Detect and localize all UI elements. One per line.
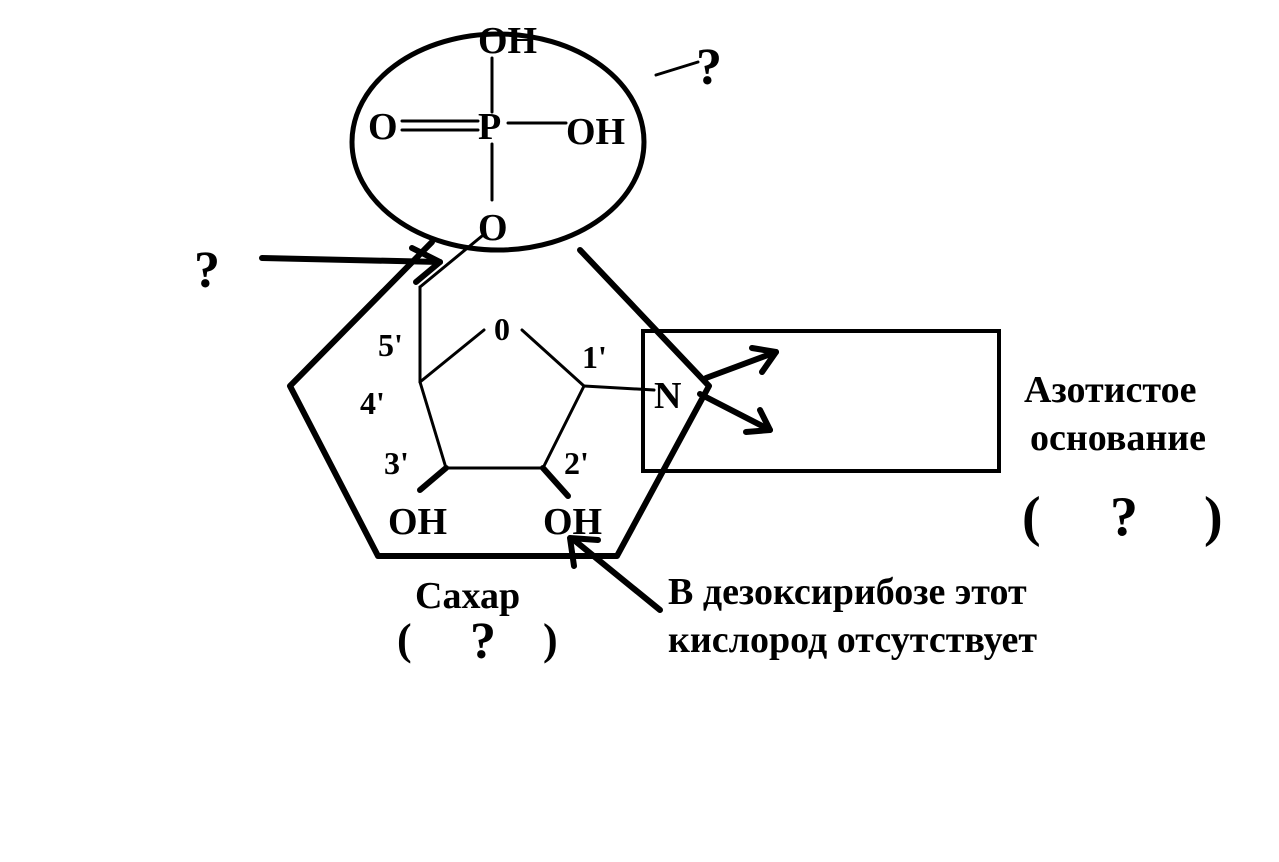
atom-o-bottom: O [478,207,508,249]
base-arrow-1-head [749,345,779,375]
note-line2: кислород отсутствует [668,619,1037,661]
note-line1: В дезоксирибозе этот [668,571,1027,613]
base-label-line2: основание [1030,417,1206,459]
sugar-label: Сахар [415,575,520,617]
link-arrow-head [409,245,443,285]
atom-oh-3: OH [388,501,447,543]
phosphate-group: OH O P OH O ? [349,20,722,253]
position-5: 5' [378,327,403,363]
bond-1-2 [541,384,586,470]
bond-4-ringO [418,328,486,384]
ribose-ring: 0 1' 5' 4' 3' 2' OH OH [360,234,656,543]
bond-3-4 [418,380,448,470]
base-arrow-2-shaft [697,391,773,433]
phosphate-question: ? [696,39,722,96]
bond-o-5 [418,234,484,289]
base-arrow-2-head [743,407,773,435]
base-paren-close: ) [1204,486,1223,548]
note-arrow-head [567,535,601,569]
position-2: 2' [564,445,589,481]
sugar-paren-close: ) [543,615,558,664]
sugar-question: ? [470,613,496,670]
sugar-paren-open: ( [397,615,412,664]
position-4: 4' [360,385,385,421]
position-3: 3' [384,445,409,481]
ring-oxygen: 0 [494,311,510,347]
position-1: 1' [582,339,607,375]
bond-2-oh [540,465,571,499]
base-box [641,329,1001,473]
atom-p: P [478,106,501,148]
atom-o-left: O [368,106,398,148]
atom-n: N [654,375,681,417]
base-label-line1: Азотистое [1024,369,1196,411]
base-arrow-1-shaft [703,349,779,381]
atom-oh-top: OH [478,20,537,62]
base-paren-open: ( [1022,486,1041,548]
sugar-pentagon-outline [287,239,712,559]
deoxy-note: В дезоксирибозе этот кислород отсутствуе… [567,535,1037,661]
note-arrow-shaft [571,537,663,613]
phosphate-ellipse [349,31,647,253]
sugar-label-group: Сахар ( ? ) [397,575,558,670]
base-group: N Азотистое основание ( ? ) [641,329,1223,548]
atom-oh-right: OH [566,111,625,153]
link-question: ? [194,242,220,299]
bond-3-oh [417,465,449,493]
phosphate-pointer-line [654,60,700,77]
base-question: ? [1110,486,1138,548]
bond-ringO-1 [520,328,586,388]
